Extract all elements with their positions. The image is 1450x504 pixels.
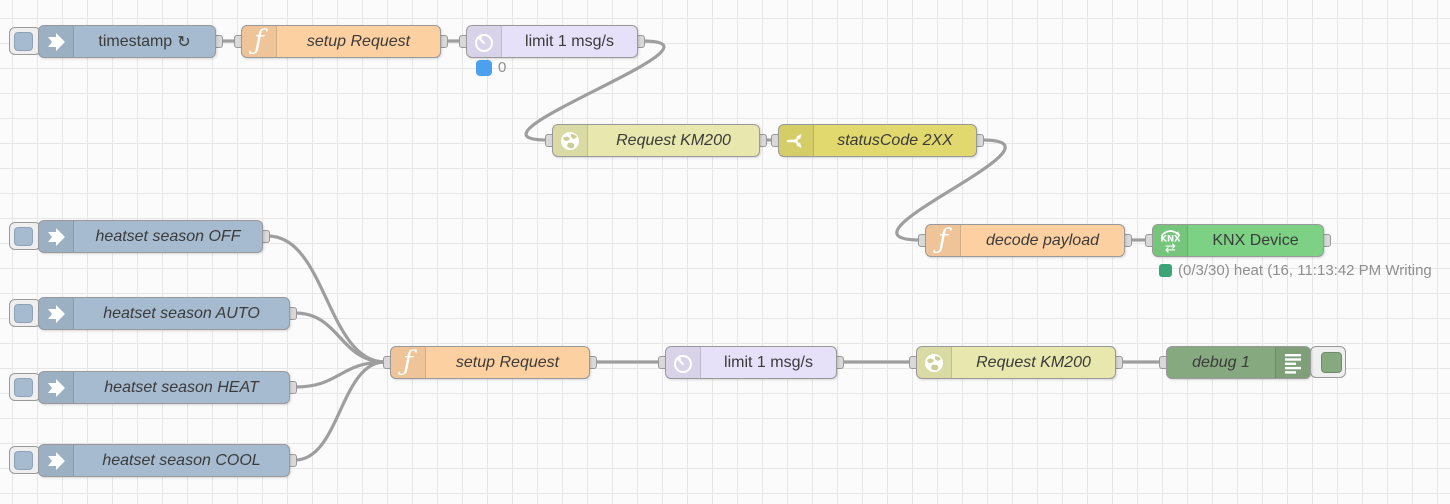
inject-arrow-icon (39, 26, 74, 57)
inject-button[interactable] (9, 446, 41, 474)
knx-status: (0/3/30) heat (16, 11:13:42 PM Writing (1159, 262, 1432, 279)
node-label: limit 1 msg/s (525, 32, 614, 50)
node-inject-heatset-off[interactable]: heatset season OFF (9, 220, 270, 253)
node-label: statusCode 2XX (837, 131, 953, 149)
node-function-setup-request-bottom[interactable]: ƒ setup Request (383, 346, 597, 379)
node-inject-timestamp[interactable]: timestamp↻ (9, 25, 223, 58)
node-inject-heatset-auto[interactable]: heatset season AUTO (9, 297, 297, 330)
wire[interactable] (293, 360, 387, 462)
node-label: timestamp (98, 32, 173, 50)
inject-button[interactable] (9, 222, 41, 250)
function-icon: ƒ (926, 225, 961, 256)
status-dot-green (1159, 264, 1172, 277)
node-label: heatset season COOL (102, 451, 261, 469)
node-http-request-km200-bottom[interactable]: Request KM200 (909, 346, 1123, 379)
node-switch-statuscode[interactable]: statusCode 2XX (771, 124, 984, 157)
node-delay-limit-top[interactable]: limit 1 msg/s (459, 25, 645, 58)
node-delay-limit-bottom[interactable]: limit 1 msg/s (658, 346, 844, 379)
status-text: 0 (498, 59, 507, 76)
node-label: setup Request (306, 32, 411, 50)
node-label: heatset season HEAT (104, 378, 259, 396)
inject-button[interactable] (9, 373, 41, 401)
globe-icon (553, 125, 588, 156)
inject-button[interactable] (9, 299, 41, 327)
wire[interactable] (524, 39, 666, 142)
svg-text:⇄: ⇄ (1165, 241, 1176, 254)
node-label: debug 1 (1192, 353, 1250, 371)
wire[interactable] (895, 138, 1007, 242)
status-dot-blue (476, 59, 492, 76)
node-inject-heatset-cool[interactable]: heatset season COOL (9, 444, 297, 477)
repeat-icon: ↻ (177, 33, 191, 51)
function-icon: ƒ (391, 347, 426, 378)
function-icon: ƒ (242, 26, 277, 57)
node-label: KNX Device (1212, 231, 1299, 249)
node-label: heatset season AUTO (103, 304, 260, 322)
globe-icon (917, 347, 952, 378)
node-inject-heatset-heat[interactable]: heatset season HEAT (9, 371, 297, 404)
inject-arrow-icon (39, 372, 74, 403)
debug-console-icon (1275, 347, 1310, 378)
delay-status: 0 (476, 59, 506, 76)
status-text: (0/3/30) heat (16, 11:13:42 PM Writing (1178, 262, 1432, 279)
node-knx-device[interactable]: KNX ⇄ KNX Device (1145, 224, 1331, 257)
debug-toggle-button[interactable] (1310, 346, 1346, 378)
inject-arrow-icon (39, 445, 74, 476)
wire[interactable] (293, 360, 387, 389)
svg-text:KNX: KNX (1160, 235, 1181, 245)
switch-fork-icon (779, 125, 814, 156)
node-function-setup-request-top[interactable]: ƒ setup Request (234, 25, 448, 58)
node-http-request-km200-top[interactable]: Request KM200 (545, 124, 767, 157)
inject-arrow-icon (39, 298, 74, 329)
knx-icon: KNX ⇄ (1153, 225, 1188, 256)
node-label: Request KM200 (976, 353, 1091, 371)
inject-arrow-icon (39, 221, 74, 252)
timer-icon (467, 26, 502, 57)
node-debug-1[interactable]: debug 1 (1159, 346, 1346, 379)
wire[interactable] (293, 311, 387, 364)
inject-button[interactable] (9, 27, 41, 55)
node-label: Request KM200 (616, 131, 731, 149)
node-label: heatset season OFF (95, 227, 241, 245)
timer-icon (666, 347, 701, 378)
node-label: setup Request (455, 353, 560, 371)
node-label: decode payload (986, 231, 1099, 249)
node-label: limit 1 msg/s (724, 353, 813, 371)
node-function-decode-payload[interactable]: ƒ decode payload (918, 224, 1132, 257)
